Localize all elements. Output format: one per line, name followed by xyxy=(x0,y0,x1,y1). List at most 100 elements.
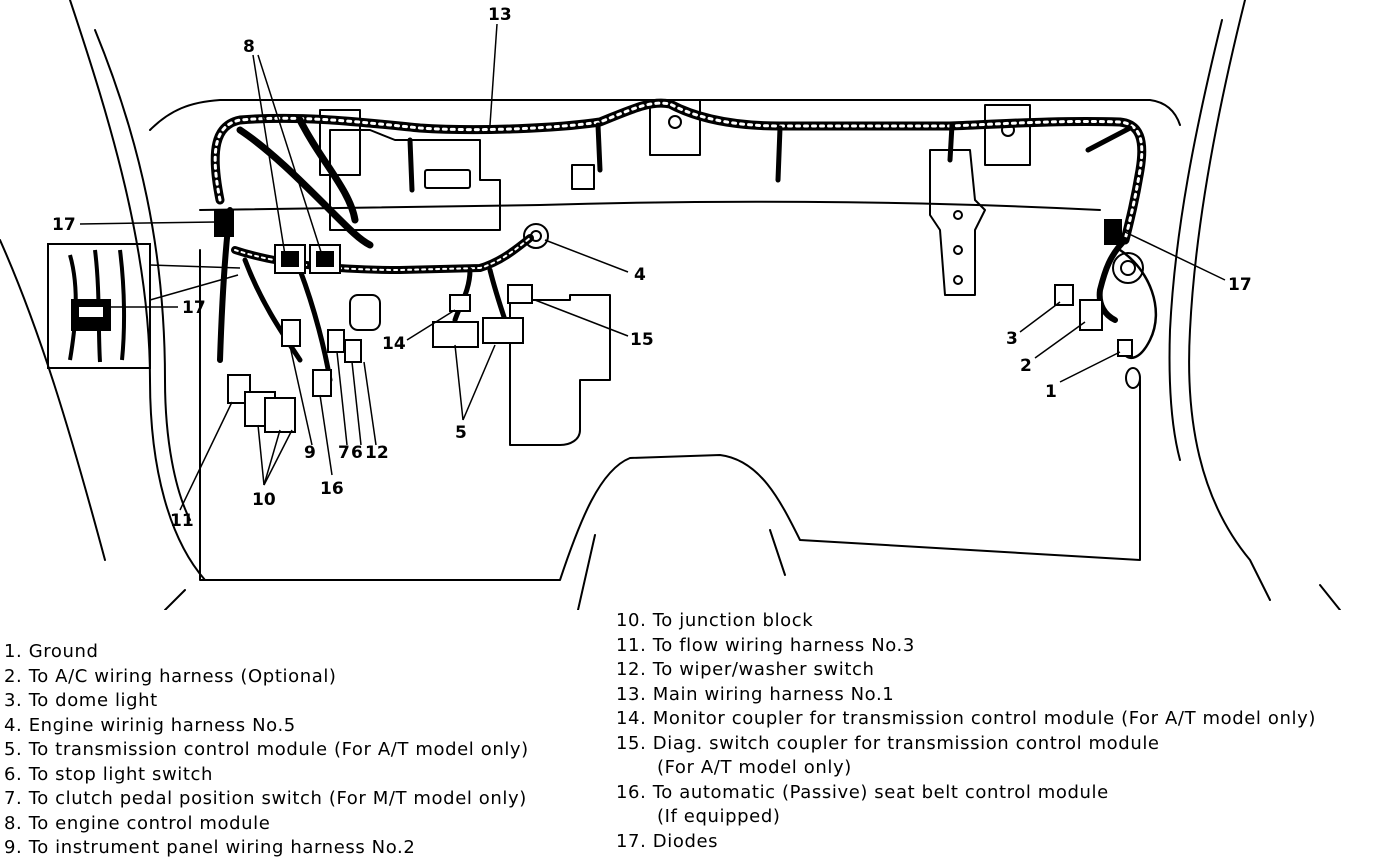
legend-item-number: 16. xyxy=(616,781,647,803)
legend-item-text: To stop light switch xyxy=(28,763,214,785)
left-floor-line xyxy=(164,589,186,610)
legend-item-text: To clutch pedal position switch (For M/T… xyxy=(28,788,527,809)
legend-item-number: 8. xyxy=(4,812,23,834)
tcm-connector-b xyxy=(482,317,524,344)
legend-item: 12. To wiper/washer switch xyxy=(616,658,1316,683)
right-pillar-inner xyxy=(1168,19,1223,461)
grommet-4 xyxy=(523,223,549,249)
legend-item-text: Ground xyxy=(28,641,99,662)
legend-item: 1. Ground xyxy=(4,640,529,665)
small-box xyxy=(571,164,595,190)
legend-item: 9. To instrument panel wiring harness No… xyxy=(4,836,529,861)
callout-14: 14 xyxy=(382,334,406,354)
legend-item-number: 17. xyxy=(616,830,647,852)
connector-9 xyxy=(281,319,301,347)
callout-13: 13 xyxy=(488,5,512,25)
callout-15: 15 xyxy=(630,330,654,350)
coupler-15 xyxy=(507,284,533,304)
connector-16 xyxy=(312,369,332,397)
callout-17-inset: 17 xyxy=(182,298,206,318)
legend-item-text: To wiper/washer switch xyxy=(652,659,875,680)
legend-item-number: 15. xyxy=(616,732,647,754)
legend-item-number: 3. xyxy=(4,690,23,711)
legend-item: 16. To automatic (Passive) seat belt con… xyxy=(616,781,1316,806)
legend-item-number: 14. xyxy=(616,708,647,729)
left-pillar-inner xyxy=(94,29,191,521)
callout-9: 9 xyxy=(304,443,316,463)
legend-item-text: To engine control module xyxy=(28,812,271,834)
tunnel-outline-2 xyxy=(769,529,786,576)
legend-item-text: To junction block xyxy=(652,610,814,631)
legend-item-text: To transmission control module (For A/T … xyxy=(28,739,529,760)
wiring-diagram: 13 8 17 17 17 4 15 14 5 3 2 1 9 7 6 12 1… xyxy=(0,0,1341,610)
legend-item-text: To instrument panel wiring harness No.2 xyxy=(28,837,416,858)
ac-connector xyxy=(1079,299,1103,331)
right-floor-line xyxy=(1319,584,1341,610)
callout-12: 12 xyxy=(365,443,389,463)
legend-item: 10. To junction block xyxy=(616,609,1316,634)
legend-item-text: Monitor coupler for transmission control… xyxy=(652,708,1316,729)
legend-item-text: To flow wiring harness No.3 xyxy=(652,634,915,656)
legend-item: 13. Main wiring harness No.1 xyxy=(616,683,1316,708)
callout-7: 7 xyxy=(338,443,350,463)
dome-connector xyxy=(1054,284,1074,306)
legend-item-number: 13. xyxy=(616,683,647,705)
callout-4: 4 xyxy=(634,265,646,285)
diode-left xyxy=(214,209,234,237)
floor-bracket xyxy=(509,294,611,446)
legend-item: 17. Diodes xyxy=(616,830,1316,855)
legend-item-text: To A/C wiring harness (Optional) xyxy=(28,665,337,687)
callout-6: 6 xyxy=(351,443,363,463)
callout-1: 1 xyxy=(1045,382,1057,402)
legend-item-text: Main wiring harness No.1 xyxy=(652,683,895,705)
tcm-connector-a xyxy=(432,321,479,348)
right-grommet xyxy=(1112,252,1144,284)
ground-terminal xyxy=(1117,339,1133,357)
legend-item-text: Diag. switch coupler for transmission co… xyxy=(652,732,1160,754)
callout-17-left: 17 xyxy=(52,215,76,235)
wiring-diagram-drawing: 13 8 17 17 17 4 15 14 5 3 2 1 9 7 6 12 1… xyxy=(0,0,1341,610)
callout-16: 16 xyxy=(320,479,344,499)
legend-item-continuation: (For A/T model only) xyxy=(657,757,852,778)
junction-connector-b xyxy=(264,397,296,433)
center-panel-slot xyxy=(424,169,471,189)
legend-item: 6. To stop light switch xyxy=(4,763,529,788)
coupler-14 xyxy=(449,294,471,312)
callout-8: 8 xyxy=(243,37,255,57)
legend-item: 14. Monitor coupler for transmission con… xyxy=(616,707,1316,732)
legend-item-number: 2. xyxy=(4,665,23,687)
callout-17-right: 17 xyxy=(1228,275,1252,295)
legend-item: 15. Diag. switch coupler for transmissio… xyxy=(616,732,1316,757)
legend-item-text: To automatic (Passive) seat belt control… xyxy=(652,781,1109,803)
dash-lower-edge xyxy=(199,200,1101,211)
legend-item: 5. To transmission control module (For A… xyxy=(4,738,529,763)
diode-right xyxy=(1104,219,1122,245)
diode-inset xyxy=(47,243,241,369)
callout-11: 11 xyxy=(170,511,194,531)
legend-item-text: Engine wirinig harness No.5 xyxy=(28,714,296,736)
bracket-center xyxy=(649,99,701,156)
legend-item: 8. To engine control module xyxy=(4,812,529,837)
connector-7 xyxy=(327,329,345,353)
legend-item-continuation: (If equipped) xyxy=(657,806,781,827)
legend-item: 2. To A/C wiring harness (Optional) xyxy=(4,665,529,690)
legend-item-text: To dome light xyxy=(28,690,158,711)
legend-item-number: 5. xyxy=(4,739,23,760)
legend-item-text: Diodes xyxy=(652,830,719,852)
dash-top-edge xyxy=(149,99,1181,131)
center-panel xyxy=(329,129,501,231)
bracket-right xyxy=(984,104,1031,166)
legend-item: 4. Engine wirinig harness No.5 xyxy=(4,714,529,739)
callout-10: 10 xyxy=(252,490,276,510)
connector-6 xyxy=(344,339,362,363)
legend-item-number: 10. xyxy=(616,610,647,631)
right-pillar-outer xyxy=(1188,0,1271,601)
left-door-edge xyxy=(0,239,106,561)
legend-item: 7. To clutch pedal position switch (For … xyxy=(4,787,529,812)
legend-item: 3. To dome light xyxy=(4,689,529,714)
legend-item-number: 4. xyxy=(4,714,23,736)
legend-item: 11. To flow wiring harness No.3 xyxy=(616,634,1316,659)
legend-item-number: 9. xyxy=(4,837,23,858)
